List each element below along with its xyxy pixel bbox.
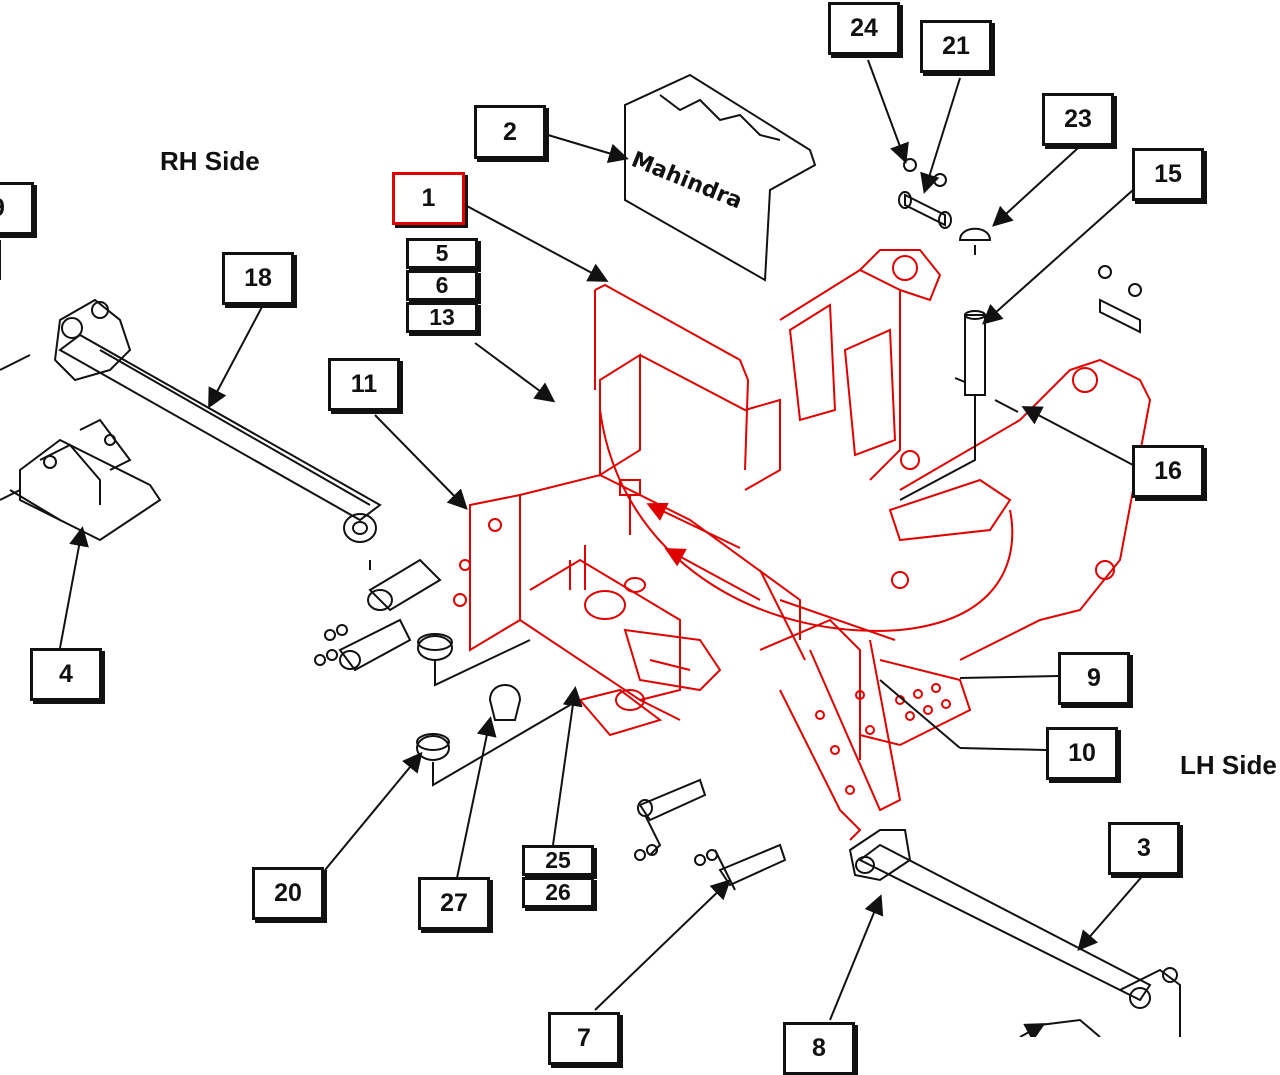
brand-plate: Mahindra [624, 73, 817, 282]
callout-26[interactable]: 26 [522, 877, 594, 908]
callout-6[interactable]: 6 [406, 270, 478, 301]
lh-pins-parts [898, 158, 1142, 501]
callout-10[interactable]: 10 [1046, 727, 1118, 780]
rh-crossbar-assembly [0, 298, 382, 543]
callout-15[interactable]: 15 [1132, 148, 1204, 201]
callout-27[interactable]: 27 [418, 877, 490, 930]
callout-16[interactable]: 16 [1132, 445, 1204, 498]
lh-crossbar-assembly [634, 778, 1181, 1037]
red-leader-lines [646, 502, 896, 641]
callout-3[interactable]: 3 [1108, 822, 1180, 875]
rh-side-label: RH Side [160, 146, 260, 176]
callout-stack-5-6-13: 5 6 13 [406, 238, 478, 334]
rh-link-parts [314, 558, 571, 787]
callout-5[interactable]: 5 [406, 238, 478, 269]
callout-11[interactable]: 11 [328, 358, 400, 411]
exploded-view-drawing: Mahindra [0, 59, 1181, 1037]
callout-stack-25-26: 25 26 [522, 845, 594, 909]
callout-23[interactable]: 23 [1042, 93, 1114, 146]
callout-8[interactable]: 8 [783, 1022, 855, 1075]
callout-20[interactable]: 20 [252, 867, 324, 920]
leader-lines [0, 59, 1146, 1037]
callout-24[interactable]: 24 [828, 2, 900, 55]
callout-1[interactable]: 1 [392, 172, 465, 225]
callout-4[interactable]: 4 [30, 648, 102, 701]
callout-25[interactable]: 25 [522, 845, 594, 876]
callout-13[interactable]: 13 [406, 302, 478, 333]
lh-side-label: LH Side [1180, 750, 1277, 780]
callout-2[interactable]: 2 [474, 105, 546, 159]
callout-18[interactable]: 18 [222, 252, 294, 305]
callout-21[interactable]: 21 [920, 20, 992, 73]
callout-7[interactable]: 7 [548, 1012, 620, 1065]
callout-9-left[interactable]: 9 [0, 182, 34, 235]
callout-9[interactable]: 9 [1058, 652, 1130, 705]
main-frame-highlighted [453, 249, 1152, 841]
brand-plate-text: Mahindra [628, 147, 746, 214]
